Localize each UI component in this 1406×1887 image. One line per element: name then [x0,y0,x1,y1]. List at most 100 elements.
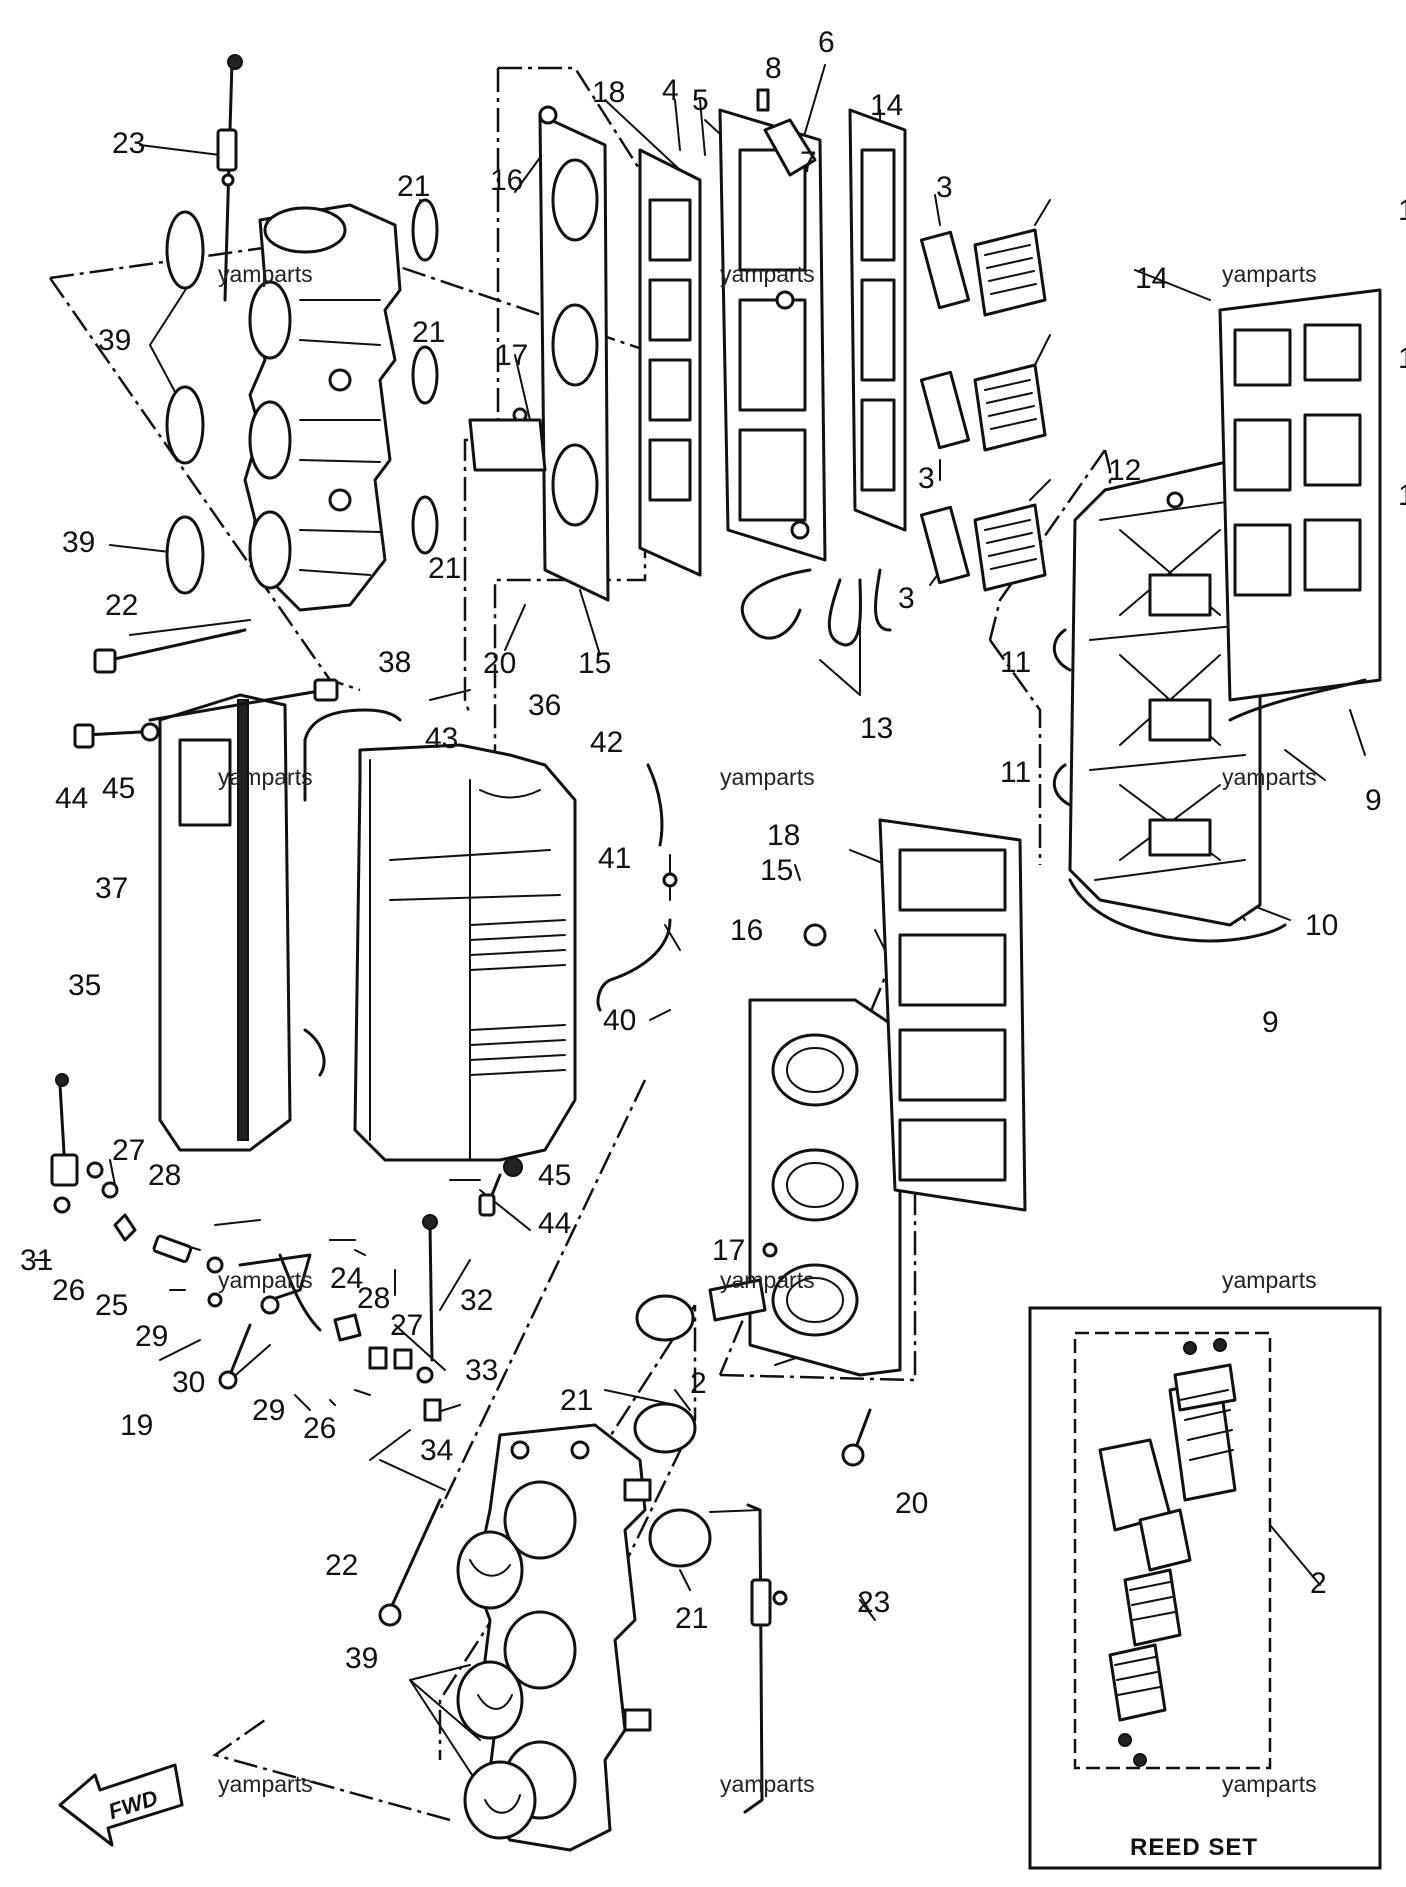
callout-11: 11 [1000,756,1031,789]
link-rod-upper [216,54,243,302]
gasket-plate-18-lower [878,818,1027,1212]
manifold-plate-upper [468,105,610,602]
watermarks: yamparts yamparts yamparts yamparts yamp… [218,261,1317,1797]
callout-22: 22 [105,589,138,622]
callout-23: 23 [112,127,145,160]
callout-19: 19 [120,1409,153,1442]
hoses-9 [1068,678,1367,943]
callout-21: 21 [675,1602,708,1635]
callout-1: 1 [1398,342,1406,375]
callout-40: 40 [603,1004,636,1037]
callout-21: 21 [560,1384,593,1417]
callout-27: 27 [390,1309,423,1342]
callout-33: 33 [465,1354,498,1387]
callout-9: 9 [1262,1006,1279,1039]
callout-39: 39 [345,1642,378,1675]
watermark: yamparts [218,1267,313,1293]
callout-30: 30 [172,1366,205,1399]
callout-13: 13 [860,712,893,745]
callout-44: 44 [538,1207,571,1240]
gasket-14-right [1218,288,1382,702]
callout-11: 11 [1000,646,1031,679]
gaskets-center [633,1294,712,1568]
callout-9: 9 [1365,784,1382,817]
callout-21: 21 [397,170,430,203]
callout-7: 7 [800,146,817,179]
bolt-22-lower [378,1498,442,1627]
callout-1: 1 [1398,479,1406,512]
callout-5: 5 [692,84,709,117]
callout-1: 1 [1398,194,1406,227]
callout-15: 15 [578,647,611,680]
link-rod-lower [743,1503,788,1814]
watermark: yamparts [1222,1771,1317,1797]
watermark: yamparts [1222,1267,1317,1293]
callout-15: 15 [760,854,793,887]
watermark: yamparts [1222,764,1317,790]
callout-21: 21 [412,316,445,349]
gaskets-lower [456,1530,537,1840]
hose-40-42 [596,763,678,1012]
callout-12: 12 [1108,454,1141,487]
callout-2: 2 [1310,1567,1327,1600]
linkage-parts [50,1073,442,1422]
callout-25: 25 [95,1289,128,1322]
callout-20: 20 [895,1487,928,1520]
callout-44: 44 [55,782,88,815]
silencer-cover-35 [158,693,292,1152]
callout-27: 27 [112,1134,145,1167]
callout-34: 34 [420,1434,453,1467]
gasket-plate-18-upper [638,148,702,577]
callout-39: 39 [98,324,131,357]
callout-10: 10 [1305,909,1338,942]
callout-18: 18 [592,76,625,109]
callout-26: 26 [303,1412,336,1445]
hose-43 [303,708,402,1077]
bolts-44-45-center [478,1157,523,1217]
callout-21: 21 [428,552,461,585]
callout-35: 35 [68,969,101,1002]
watermark: yamparts [720,764,815,790]
callout-39: 39 [62,526,95,559]
callout-3: 3 [936,171,953,204]
bolt-20-lower [841,1408,872,1467]
callout-8: 8 [765,52,782,85]
callout-45: 45 [538,1159,571,1192]
callout-45: 45 [102,772,135,805]
fwd-arrow: FWD [58,1763,184,1847]
bolt-22-upper [93,628,247,674]
reed-valves-upper [919,228,1047,592]
callout-23: 23 [857,1586,890,1619]
reed-set-title: REED SET [1130,1834,1258,1861]
callout-6: 6 [818,26,835,59]
callout-26: 26 [52,1274,85,1307]
callout-24: 24 [330,1262,363,1295]
reed-set-box: REED SET [1028,1306,1382,1870]
callout-17: 17 [712,1234,745,1267]
gasket-14-upper [848,108,907,532]
callout-42: 42 [590,726,623,759]
bolts-44-45-left [73,722,160,749]
callout-38: 38 [378,646,411,679]
watermark: yamparts [720,1771,815,1797]
manifold-plate-lower [708,923,902,1377]
watermark: yamparts [218,261,313,287]
callout-22: 22 [325,1549,358,1582]
callout-37: 37 [95,872,128,905]
callout-18: 18 [767,819,800,852]
callout-29: 29 [252,1394,285,1427]
pipe-38 [148,678,339,722]
hoses-11 [1052,628,1072,807]
reed-plate-center [718,88,827,562]
callout-labels: 1 1 1 2 2 3 3 3 4 5 6 7 8 9 9 10 11 11 1… [20,26,1406,1675]
callout-29: 29 [135,1320,168,1353]
callout-16: 16 [730,914,763,947]
callout-36: 36 [528,689,561,722]
callout-3: 3 [918,462,935,495]
callout-28: 28 [148,1159,181,1192]
hoses-13 [740,568,892,647]
callout-16: 16 [490,164,523,197]
carburetor-assembly-lower [473,1423,652,1852]
callout-41: 41 [598,842,631,875]
